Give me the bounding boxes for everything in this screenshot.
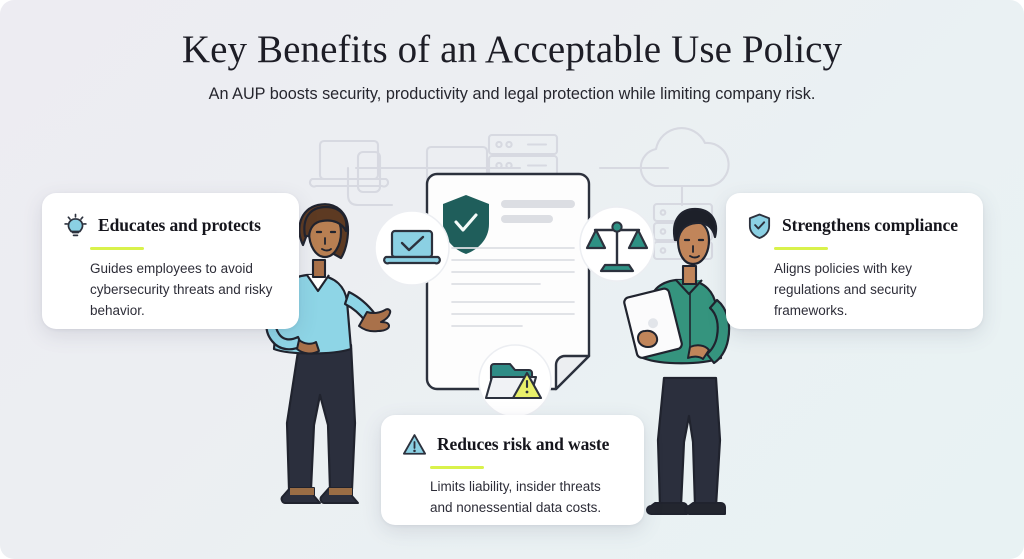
shoe-right [684, 502, 726, 515]
policy-document [425, 172, 591, 391]
folder-back [489, 362, 534, 381]
page-subtitle: An AUP boosts security, productivity and… [208, 83, 816, 103]
hand-on-hip [296, 339, 320, 355]
laptop-outline-icon [308, 139, 390, 188]
cloud-outline-icon [639, 127, 730, 188]
scale-pan-right [627, 228, 649, 250]
man-with-tablet-figure [623, 207, 731, 515]
collar [306, 274, 330, 293]
document-bar-1 [501, 200, 575, 208]
scales-of-justice-badge [579, 206, 655, 282]
open-hand [358, 308, 392, 333]
card-header: Strengthens compliance [726, 193, 983, 239]
accent-underline [430, 466, 484, 469]
folder-warning-badge [478, 344, 552, 418]
card-body: Guides employees to avoid cybersecurity … [90, 261, 273, 318]
scale-pan-left [585, 228, 607, 250]
shield-check-icon [748, 213, 771, 239]
card-title: Reduces risk and waste [437, 434, 610, 454]
net-link-down-left [346, 166, 394, 207]
card-body: Limits liability, insider threats and no… [430, 479, 602, 515]
phone-outline-icon [356, 150, 382, 194]
document-shield-check-icon [443, 195, 489, 254]
hand-holding-tablet [637, 329, 659, 348]
document-text-lines [451, 247, 575, 327]
warning-triangle-icon [402, 434, 427, 455]
benefit-card-educates-and-protects[interactable]: Educates and protects Guides employees t… [42, 193, 299, 329]
card-title: Educates and protects [98, 215, 261, 235]
page-title: Key Benefits of an Acceptable Use Policy [181, 28, 843, 71]
card-title: Strengthens compliance [782, 215, 958, 235]
document-folded-corner [554, 354, 591, 391]
laptop-check-badge [374, 210, 450, 286]
benefit-card-reduces-risk-and-waste[interactable]: Reduces risk and waste Limits liability,… [381, 415, 644, 525]
mouth [689, 255, 700, 259]
card-body: Aligns policies with key regulations and… [774, 261, 917, 318]
check-mark [754, 221, 766, 230]
woman-presenter-figure [265, 203, 392, 504]
accent-underline [774, 247, 828, 250]
pointing-hand [687, 344, 710, 360]
card-header: Educates and protects [42, 193, 299, 239]
card-header: Reduces risk and waste [381, 415, 644, 458]
document-bar-2 [501, 215, 553, 223]
check-mark [400, 235, 425, 252]
hair [672, 207, 718, 242]
lightbulb-icon [64, 213, 87, 237]
scale-base [599, 263, 635, 273]
accent-underline [90, 247, 144, 250]
header: Key Benefits of an Acceptable Use Policy… [0, 0, 1024, 104]
shoe-left [646, 502, 688, 515]
mouth [321, 248, 332, 252]
benefit-card-strengthens-compliance[interactable]: Strengthens compliance Aligns policies w… [726, 193, 983, 329]
